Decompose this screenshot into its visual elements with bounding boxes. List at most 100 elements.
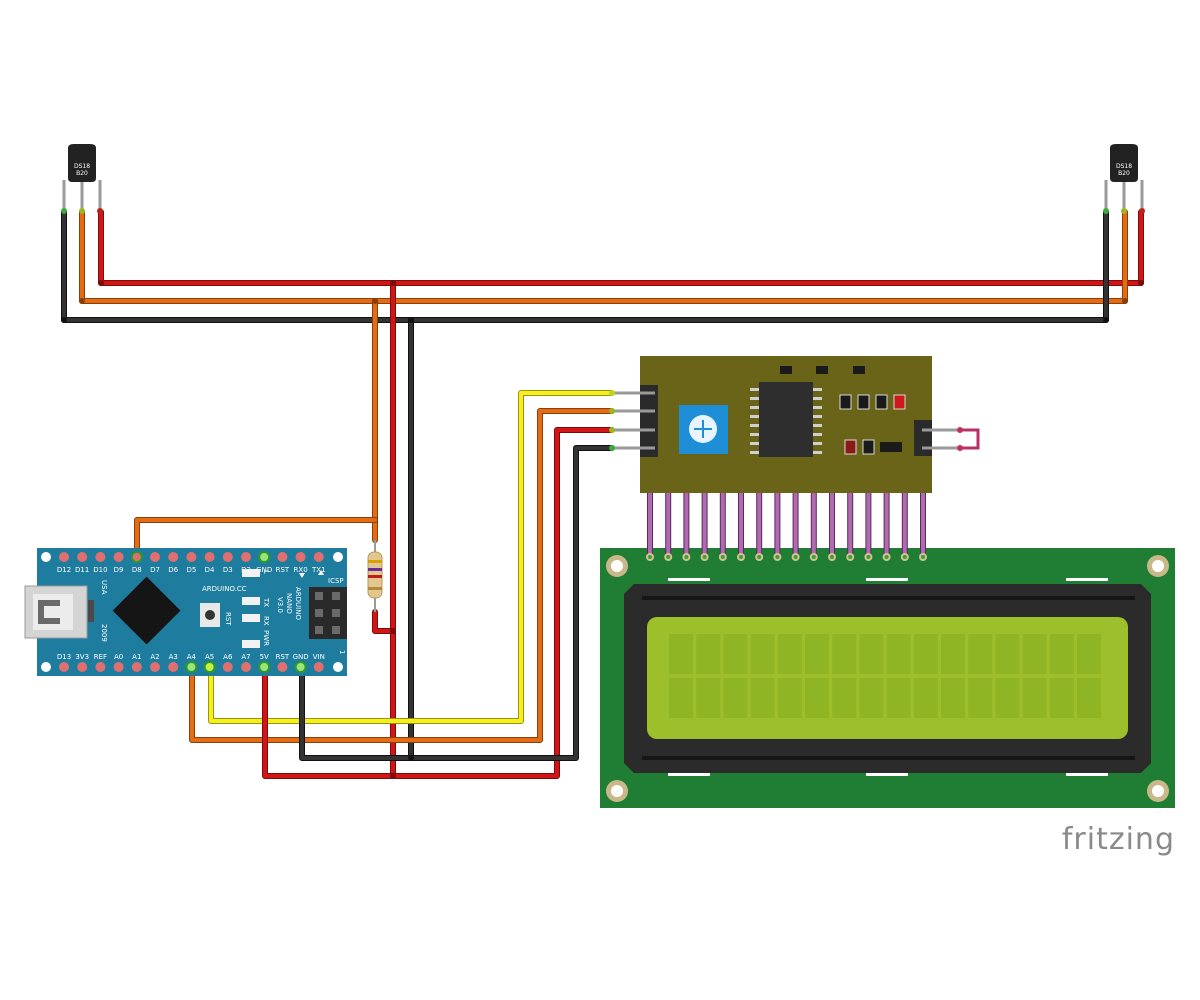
reset-button-cap[interactable] bbox=[205, 610, 215, 620]
pin-label-d4: D4 bbox=[205, 566, 215, 574]
lcd-bezel-line bbox=[642, 596, 1135, 600]
header-pin bbox=[113, 552, 124, 562]
pin-label-a4: A4 bbox=[187, 653, 197, 661]
sensor-pin-end bbox=[97, 208, 103, 214]
bend-dot bbox=[390, 773, 396, 779]
pin-label-d7: D7 bbox=[150, 566, 160, 574]
header-pin bbox=[222, 662, 233, 672]
pin-label-d3: D3 bbox=[223, 566, 233, 574]
wires bbox=[61, 209, 1144, 779]
bend-dot bbox=[1103, 317, 1109, 323]
header-pin bbox=[277, 552, 288, 562]
smd-part bbox=[816, 366, 828, 374]
pin-label-d9: D9 bbox=[114, 566, 124, 574]
smd-resistor bbox=[839, 394, 852, 410]
pin-label-d8: D8 bbox=[132, 566, 142, 574]
lcd-module bbox=[600, 481, 1175, 808]
led-rx-label: RX bbox=[262, 616, 270, 626]
header-pin bbox=[59, 552, 69, 562]
header-pin bbox=[168, 552, 179, 562]
chip-leg bbox=[750, 424, 759, 427]
wire-red-resistor-core bbox=[373, 610, 395, 633]
sensor-pin-end bbox=[1139, 208, 1145, 214]
chip-leg bbox=[750, 433, 759, 436]
lcd-char-cell bbox=[968, 634, 993, 674]
header-pin bbox=[259, 662, 270, 672]
header-pin bbox=[131, 662, 142, 672]
mounting-hole bbox=[333, 552, 343, 562]
lcd-pad-center bbox=[757, 555, 762, 559]
led-pwr bbox=[242, 640, 260, 648]
smd-part bbox=[853, 366, 865, 374]
lcd-char-cell bbox=[859, 634, 884, 674]
led-l bbox=[242, 569, 260, 577]
led-tx bbox=[242, 597, 260, 605]
resistor-band bbox=[368, 560, 382, 563]
smd-led bbox=[893, 394, 906, 410]
chip-leg bbox=[750, 451, 759, 454]
lcd-char-cell bbox=[859, 678, 884, 718]
wire-orange-sensor-bus-core bbox=[80, 210, 1127, 303]
pin-label-gnd: GND bbox=[293, 653, 309, 661]
lcd-char-cell bbox=[941, 678, 965, 718]
fritzing-watermark: fritzing bbox=[1062, 822, 1175, 857]
bend-dot bbox=[372, 298, 378, 304]
chip-leg bbox=[813, 406, 822, 409]
i2c-left-header bbox=[640, 385, 658, 457]
lcd-char-cell bbox=[1049, 678, 1074, 718]
lcd-pad-center bbox=[720, 555, 725, 559]
resistor-band bbox=[368, 568, 382, 571]
lcd-char-cell bbox=[941, 634, 965, 674]
lcd-pad-center bbox=[921, 555, 925, 559]
pin-label-gnd: GND bbox=[256, 566, 272, 574]
lcd-pad-center bbox=[702, 555, 707, 559]
wire-red-sensor-bus-core bbox=[99, 210, 1143, 285]
icsp-pin-one: 1 bbox=[338, 650, 346, 654]
lcd-char-cell bbox=[805, 678, 829, 718]
smd-transistor bbox=[880, 442, 902, 452]
lcd-pad-center bbox=[830, 555, 834, 559]
arduino-model-1: ARDUINO bbox=[294, 587, 302, 620]
pin-label-5v: 5V bbox=[260, 653, 269, 661]
header-pin-highlight bbox=[185, 661, 198, 673]
led-tx-label: TX bbox=[262, 597, 270, 607]
lcd-char-cell bbox=[913, 678, 938, 718]
bend-dot bbox=[1122, 298, 1128, 304]
backlight-jumper-header bbox=[914, 420, 932, 456]
resistor-band bbox=[368, 587, 382, 590]
arduino-origin: USA bbox=[100, 580, 108, 595]
wire-orange-sensor-bus bbox=[79, 209, 1128, 304]
header-pin bbox=[277, 662, 288, 672]
header-pin bbox=[204, 662, 215, 672]
lcd-char-cell bbox=[1077, 634, 1101, 674]
lcd-char-cell bbox=[886, 678, 911, 718]
led-l-label: L bbox=[262, 570, 270, 574]
lcd-char-cell bbox=[913, 634, 938, 674]
lcd-char-cell bbox=[995, 634, 1020, 674]
lcd-pad-center bbox=[884, 555, 889, 559]
gnd-marker bbox=[299, 573, 305, 578]
chip-leg bbox=[813, 424, 822, 427]
bend-dot bbox=[61, 317, 67, 323]
lcd-character-grid bbox=[669, 634, 1101, 718]
lcd-pad-center bbox=[866, 555, 871, 559]
smd-capacitor bbox=[844, 439, 857, 455]
header-pin bbox=[59, 662, 69, 672]
header-pin bbox=[95, 552, 106, 562]
mounting-hole bbox=[41, 662, 51, 672]
sensor-pin-end bbox=[61, 208, 67, 214]
header-pin bbox=[259, 552, 270, 562]
header-pin bbox=[150, 662, 160, 672]
pullup-resistor bbox=[367, 540, 383, 612]
sensor-pin-end bbox=[1121, 208, 1127, 214]
header-pin bbox=[77, 662, 88, 672]
header-pin-highlight bbox=[258, 551, 271, 563]
resistor-band bbox=[368, 575, 382, 578]
lcd-char-cell bbox=[832, 678, 857, 718]
jumper-end bbox=[957, 427, 963, 433]
chip-leg bbox=[750, 406, 759, 409]
sensor-body bbox=[68, 144, 96, 182]
pin-label-d6: D6 bbox=[168, 566, 178, 574]
icsp-pin bbox=[315, 592, 323, 600]
